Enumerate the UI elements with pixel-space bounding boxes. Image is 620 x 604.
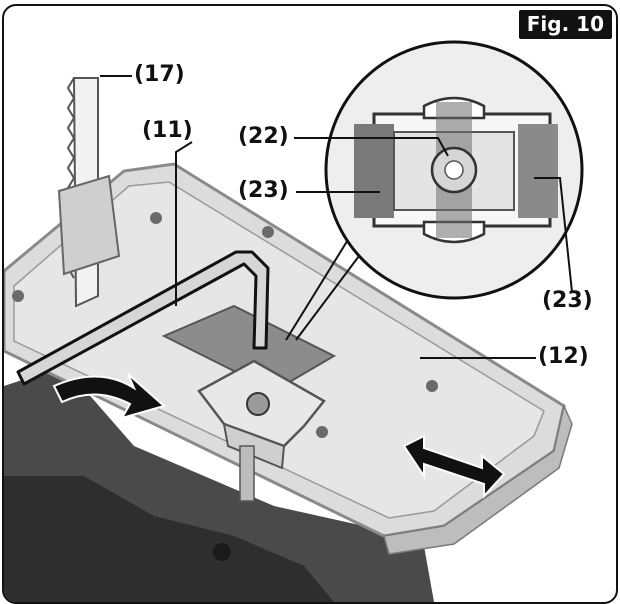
hex-key: [16, 250, 270, 386]
leader-22: [294, 137, 449, 157]
callout-23-right: (23): [542, 288, 593, 313]
plate-screw: [150, 212, 162, 224]
plate-screw: [426, 380, 438, 392]
callout-11: (11): [142, 118, 193, 143]
housing-screw: [213, 543, 231, 561]
leader-11: [175, 141, 193, 306]
base-plate-front-edge: [383, 403, 573, 555]
figure-frame: Fig. 10 (17) (11) (22) (23) (23) (12): [2, 4, 618, 604]
plate-screw: [316, 426, 328, 438]
zoom-detail: [354, 96, 558, 244]
blade-guide: [57, 174, 121, 276]
slide-arrow: [402, 434, 506, 499]
rotation-arrow: [52, 373, 167, 420]
zoom-line: [285, 229, 355, 341]
callout-17: (17): [134, 62, 185, 87]
callout-23-left: (23): [238, 178, 289, 203]
zoom-line: [295, 243, 369, 341]
callout-22: (22): [238, 124, 289, 149]
plate-screw: [262, 226, 274, 238]
jigsaw-base-plate-illustration: [4, 40, 584, 602]
leader-23-right: [534, 177, 573, 293]
plate-screw: [12, 290, 24, 302]
clamp-threaded-rod: [239, 445, 255, 502]
motor-housing-shadow: [4, 476, 334, 602]
callout-12: (12): [538, 344, 589, 369]
figure-label: Fig. 10: [518, 10, 612, 39]
clamp-screw-head: [246, 392, 270, 416]
